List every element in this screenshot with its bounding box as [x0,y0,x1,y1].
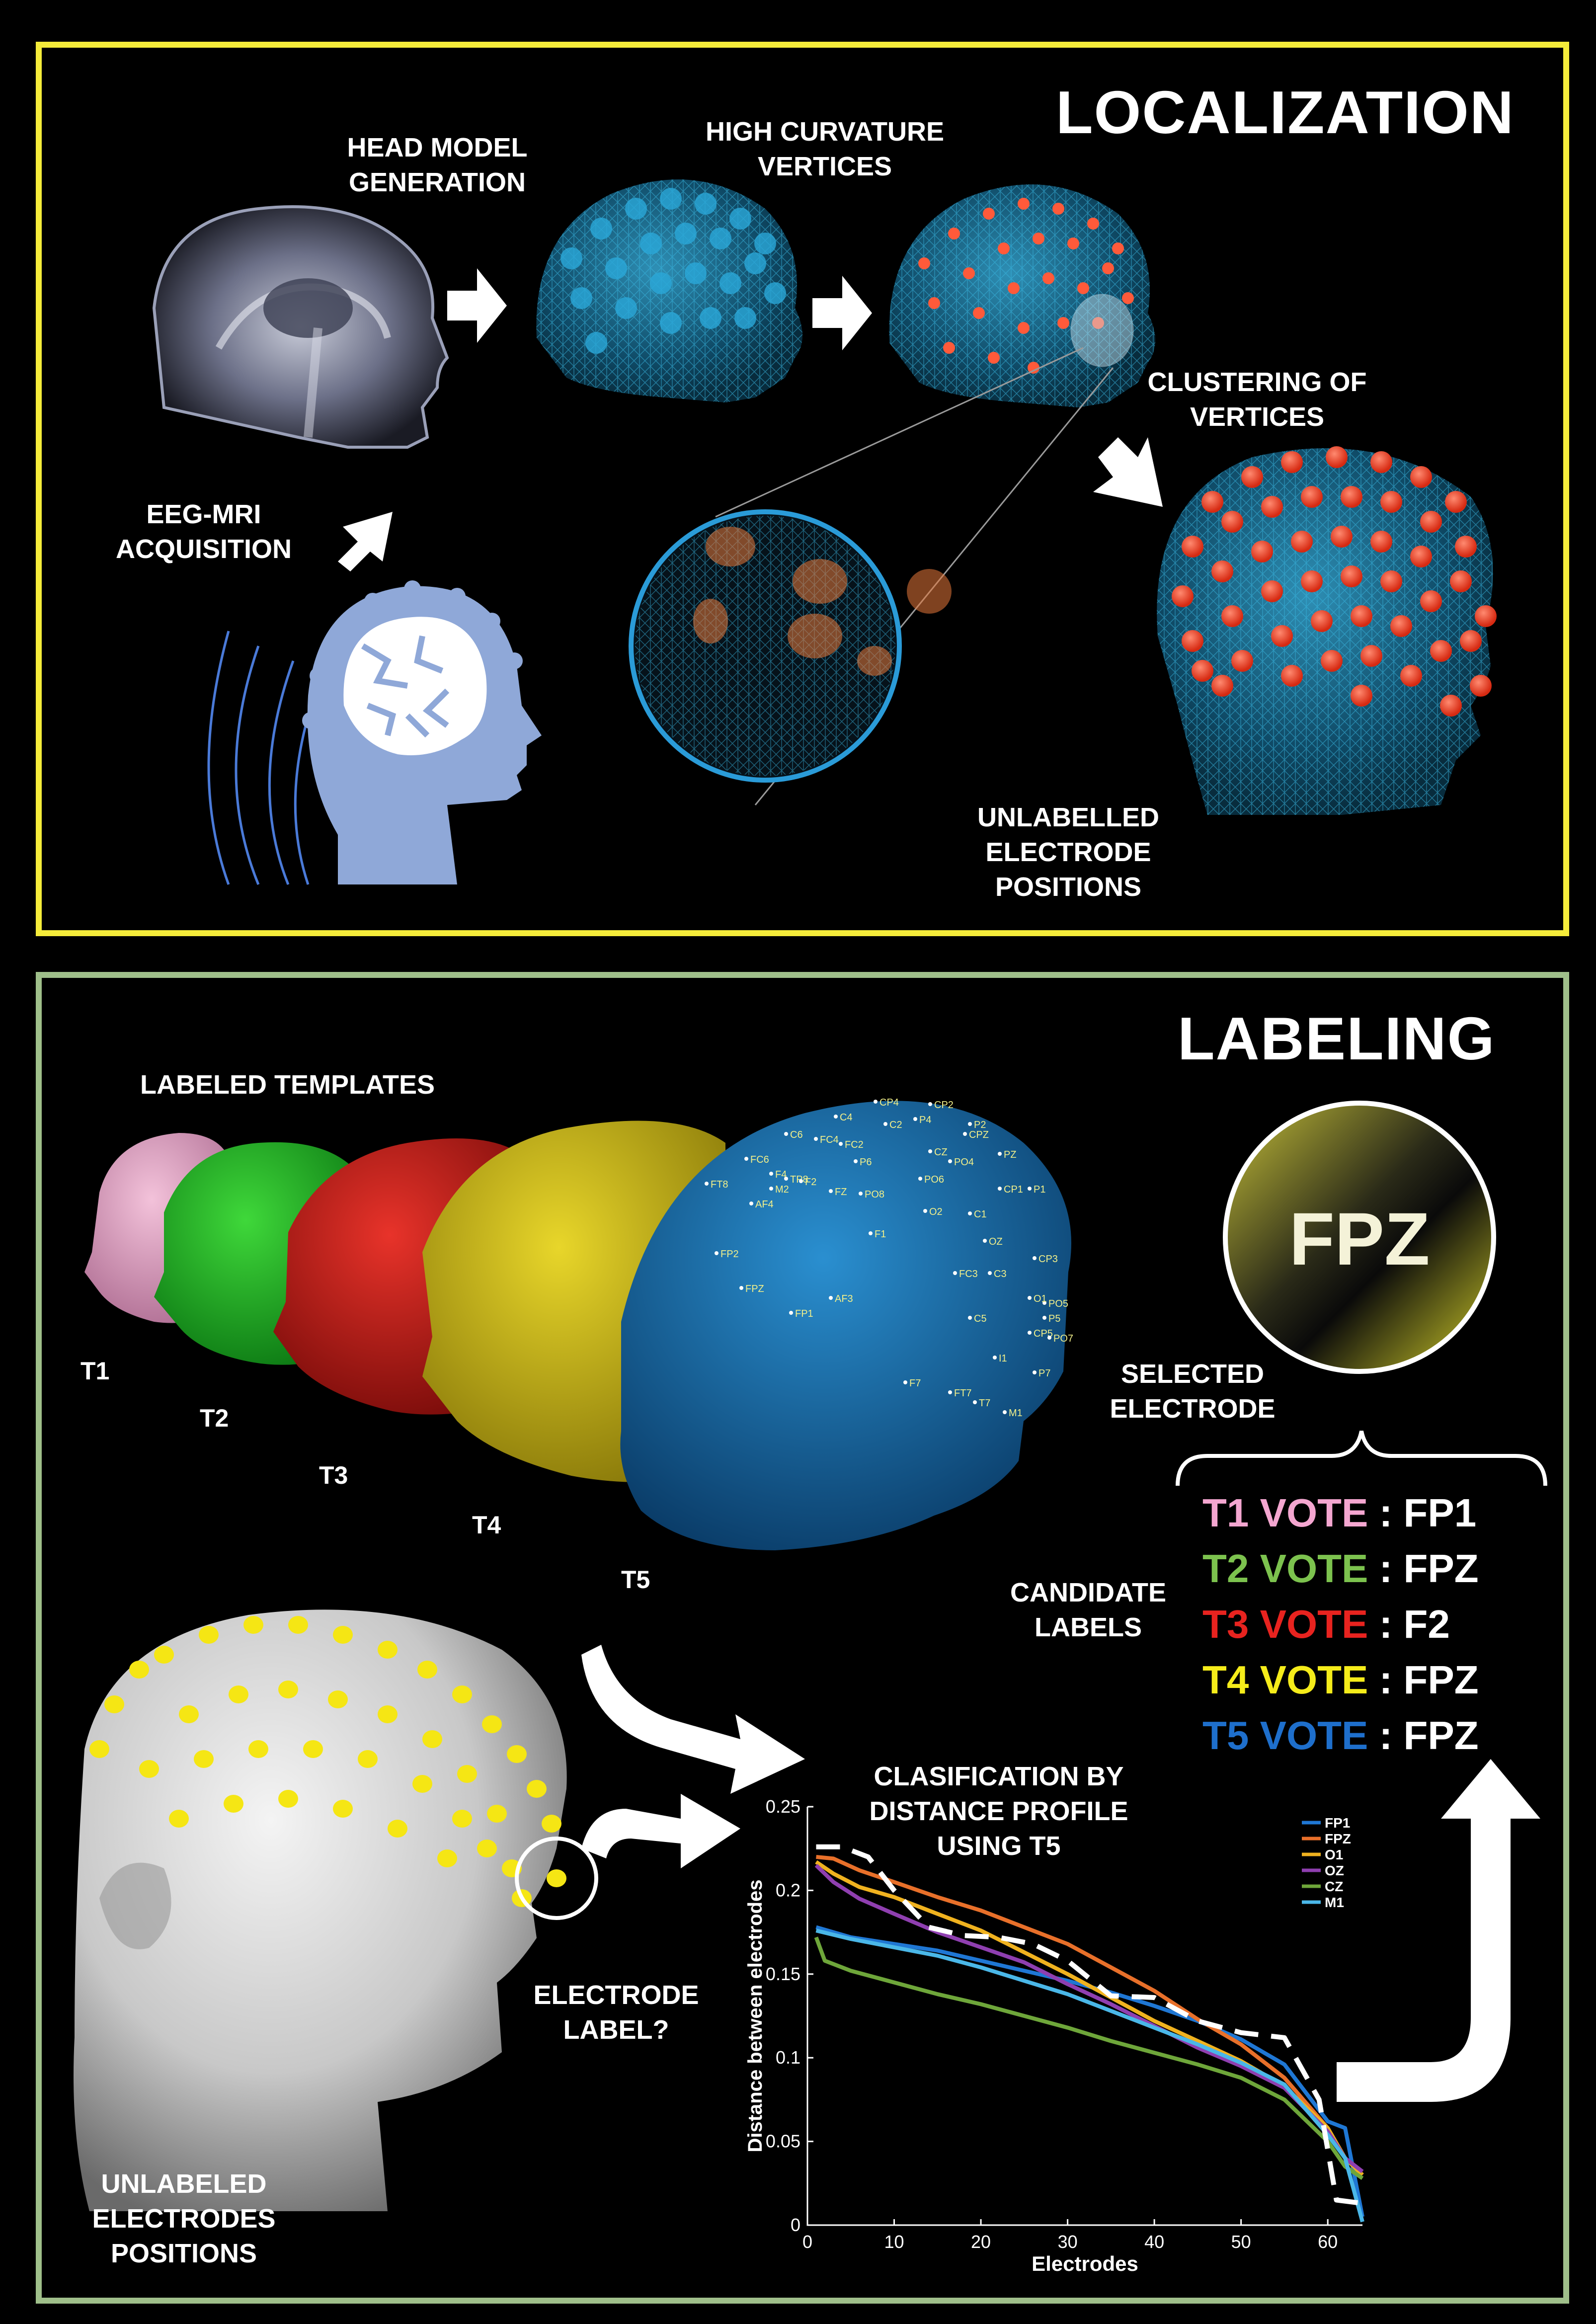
y-tick-label: 0.1 [776,2047,800,2068]
legend-label: FP1 [1325,1815,1350,1831]
legend-label: O1 [1325,1847,1343,1862]
x-axis-label: Electrodes [1032,2252,1138,2275]
y-tick-label: 0.2 [776,1880,800,1900]
chart-axes [807,1807,1362,2225]
x-tick-label: 10 [884,2232,904,2252]
y-tick-label: 0.15 [766,1964,800,1984]
legend-label: M1 [1325,1895,1344,1910]
x-tick-label: 50 [1231,2232,1251,2252]
y-tick-label: 0.05 [766,2131,800,2152]
series-line-cz [816,1937,1363,2178]
legend-label: FPZ [1325,1831,1351,1846]
series-line-fp1 [816,1927,1363,2217]
x-tick-label: 0 [802,2232,812,2252]
y-tick-label: 0 [791,2215,800,2235]
series-line-o1 [816,1862,1363,2175]
series-line-fpz [816,1857,1363,2175]
series-line-oz [816,1865,1363,2171]
y-tick-label: 0.25 [766,1796,800,1817]
legend-label: OZ [1325,1863,1344,1878]
y-axis-label: Distance between electrodes [744,1879,766,2152]
x-tick-label: 40 [1144,2232,1164,2252]
legend-label: CZ [1325,1879,1343,1894]
x-tick-label: 30 [1058,2232,1078,2252]
x-tick-label: 60 [1318,2232,1338,2252]
x-tick-label: 20 [971,2232,991,2252]
